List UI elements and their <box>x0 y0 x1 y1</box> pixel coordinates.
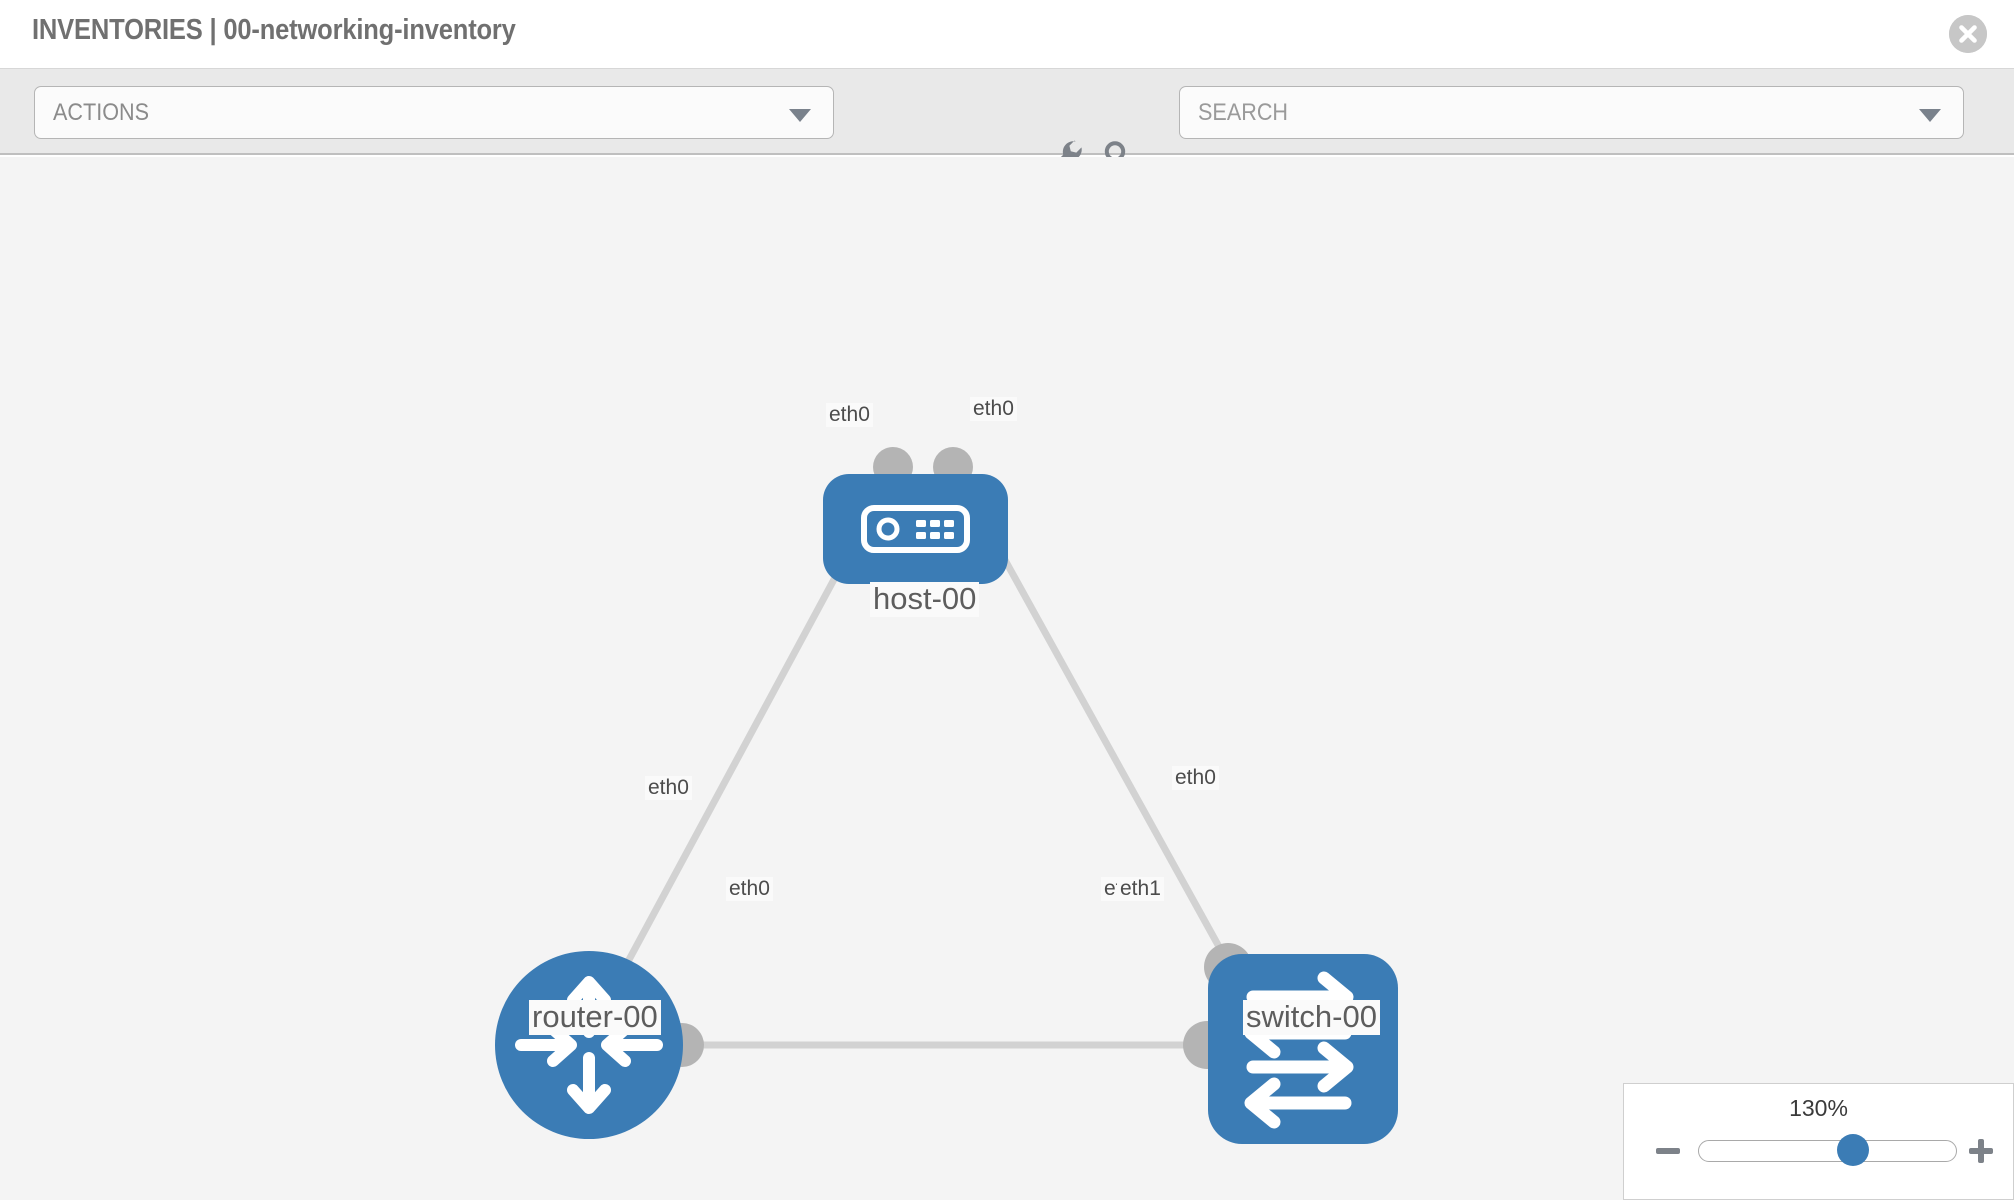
topology-node-host-00[interactable] <box>823 474 1008 584</box>
actions-dropdown[interactable]: ACTIONS <box>34 86 834 139</box>
topology-node-switch-00[interactable] <box>1208 954 1398 1144</box>
close-icon[interactable] <box>1949 15 1987 53</box>
chevron-down-icon[interactable] <box>1919 109 1941 122</box>
interface-label-host00-right: eth0 <box>970 397 1017 422</box>
topology-graph <box>495 447 1398 1144</box>
interface-label-switch00-left-eth1: eth1 <box>1117 877 1164 902</box>
page-title: INVENTORIES | 00-networking-inventory <box>32 14 516 46</box>
zoom-slider-thumb[interactable] <box>1837 1134 1870 1166</box>
actions-dropdown-label: ACTIONS <box>53 99 150 126</box>
search-placeholder: SEARCH <box>1198 99 1289 126</box>
page-header: INVENTORIES | 00-networking-inventory <box>0 0 2014 69</box>
interface-label-router00-up: eth0 <box>645 776 692 801</box>
node-label-host-00: host-00 <box>870 582 980 617</box>
node-label-router-00: router-00 <box>529 1000 661 1035</box>
search-input[interactable]: SEARCH <box>1179 86 1964 139</box>
toolbar: ACTIONS SEARCH <box>0 69 2014 174</box>
topology-canvas[interactable]: eth0 eth0 eth0 eth0 eth0 eth0 eth1 host-… <box>0 157 2014 1200</box>
zoom-slider-track[interactable] <box>1698 1140 1957 1162</box>
zoom-level-value: 130% <box>1789 1095 1848 1121</box>
node-label-switch-00: switch-00 <box>1243 1000 1380 1035</box>
chevron-down-icon <box>789 109 811 122</box>
zoom-out-button[interactable] <box>1653 1136 1683 1166</box>
topology-node-router-00[interactable] <box>495 951 683 1139</box>
interface-label-host00-left: eth0 <box>826 403 873 428</box>
zoom-control-panel: 130% <box>1623 1083 2014 1200</box>
zoom-in-button[interactable] <box>1966 1136 1996 1166</box>
interface-label-switch00-up: eth0 <box>1172 766 1219 791</box>
interface-label-router00-right: eth0 <box>726 877 773 902</box>
